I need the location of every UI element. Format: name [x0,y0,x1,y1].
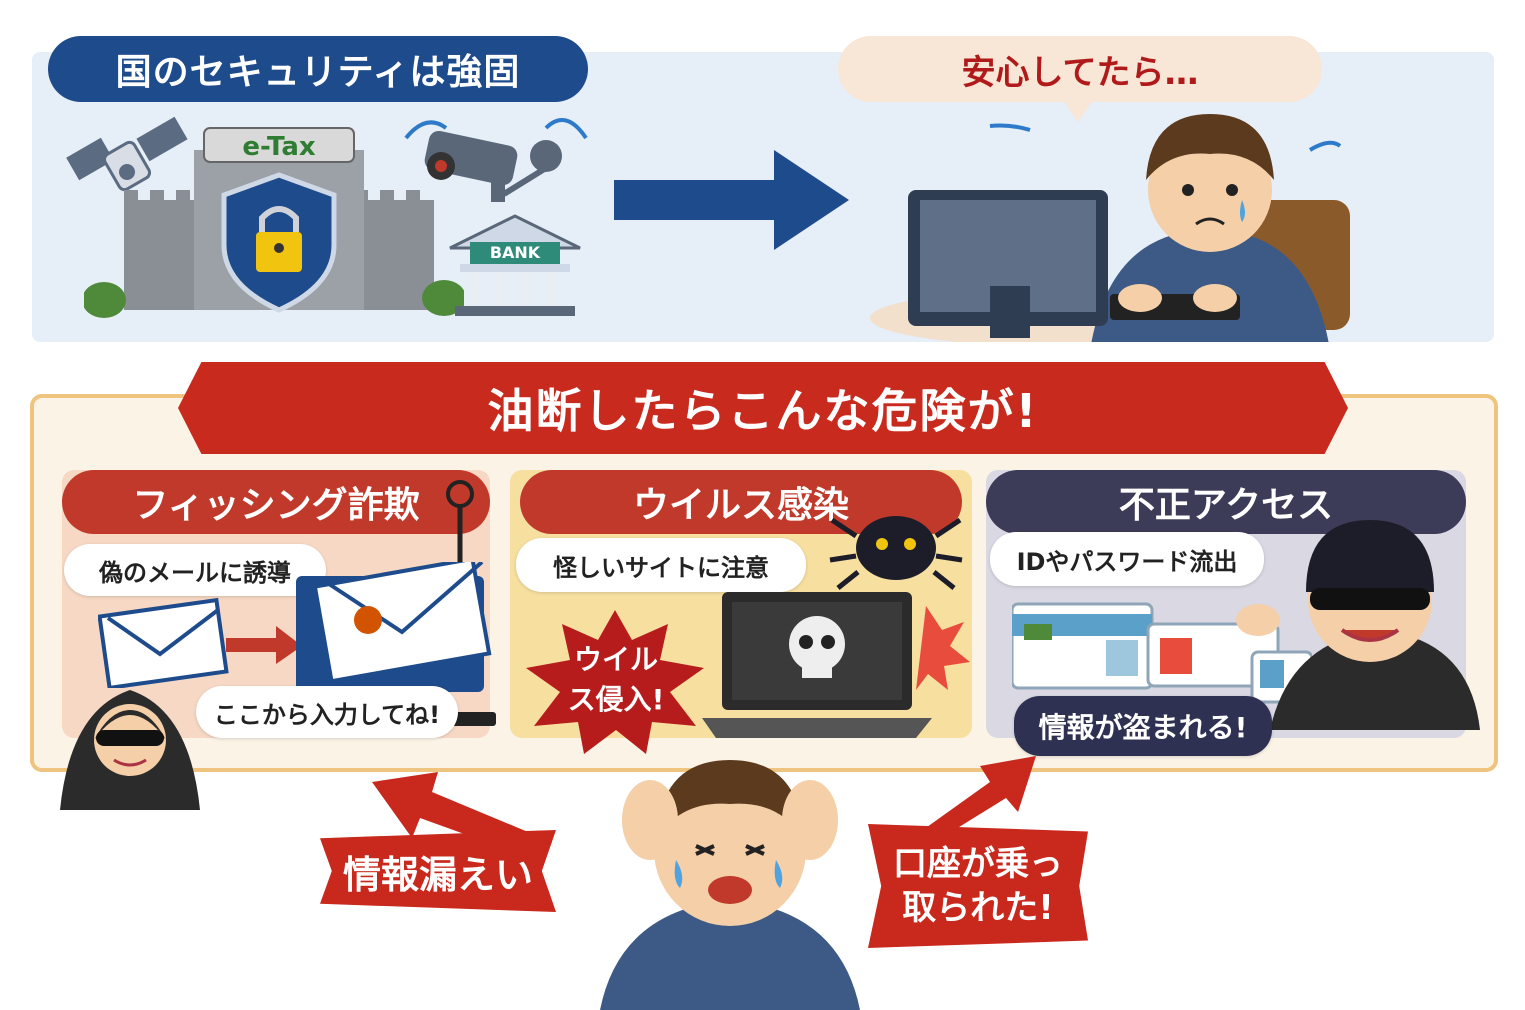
hooded-hacker-icon [60,690,200,810]
bank-icon [449,214,581,316]
castle-icon [84,127,464,318]
distressed-man-icon [600,760,860,1010]
satellite-icon [66,116,188,192]
danger-banner: 油断したらこんな危険が! [178,362,1348,454]
speech-bubble-tail [1060,96,1096,122]
consequence-account-hijacked: 口座が乗っ取られた! [868,824,1088,948]
phishing-bubble-bottom: ここから入力してね! [196,686,458,738]
worried-man-at-computer [870,114,1350,342]
virus-bubble-top: 怪しいサイトに注意 [516,538,806,592]
bug-icon [829,516,963,590]
card-phishing-title: フィッシング詐欺 [62,470,490,534]
masked-thief-icon [1236,520,1480,730]
mail-to-phishing-icon [98,598,302,688]
security-title: 国のセキュリティは強固 [48,36,588,102]
consequence-info-leak: 情報漏えい [320,830,556,912]
etax-sign: e-Tax [242,132,316,162]
monitor-mail-icon [296,562,496,726]
phishing-bubble-top: 偽のメールに誘導 [64,544,326,596]
security-camera-icon [404,118,588,202]
speech-bubble: 安心してたら… [838,36,1322,102]
virus-burst-icon [526,610,704,754]
laptop-skull-icon [702,592,970,738]
id-cards-icon [1012,602,1312,704]
unauthorized-bubble-bottom: 情報が盗まれる! [1014,696,1272,756]
arrow-right-icon [614,150,849,250]
bank-sign: BANK [489,243,541,262]
virus-burst-label: ウイルス侵入! [567,643,665,716]
unauthorized-bubble-top: IDやパスワード流出 [990,532,1264,586]
